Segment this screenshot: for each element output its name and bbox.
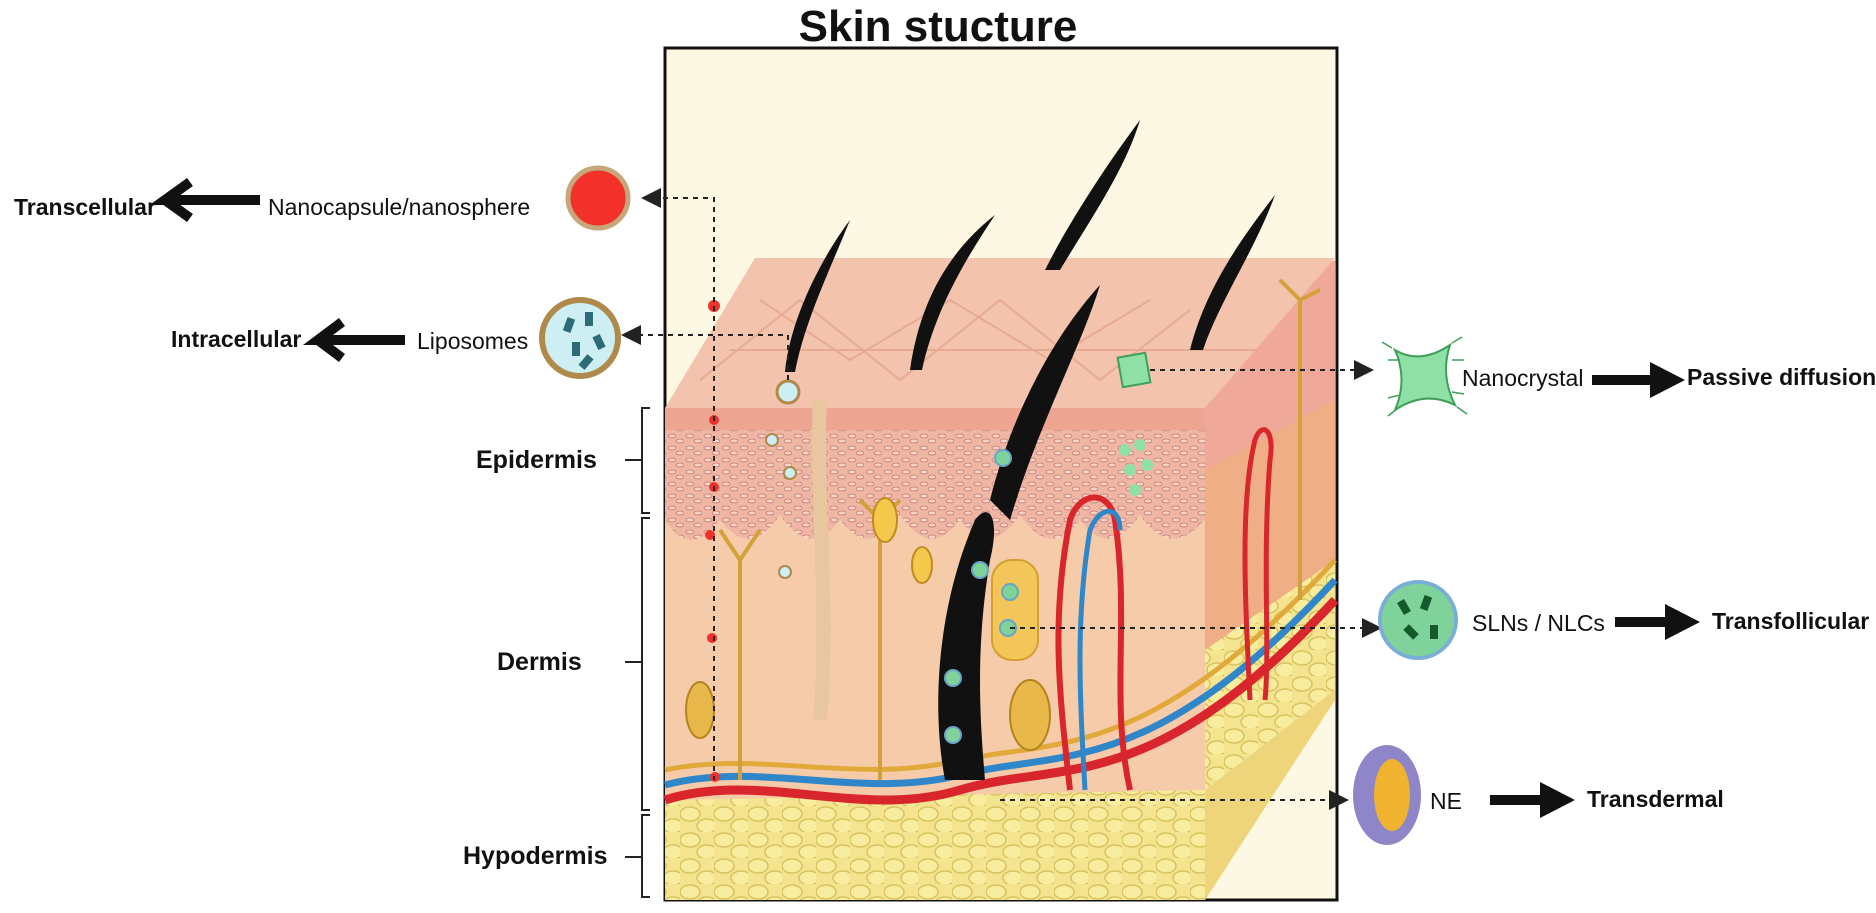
- liposome-icon: [539, 297, 621, 379]
- route-label-intracellular: Intracellular: [171, 326, 302, 352]
- carrier-label-nanocrystal: Nanocrystal: [1462, 365, 1584, 391]
- route-label-transdermal: Transdermal: [1587, 786, 1724, 812]
- hypodermis-layer: [665, 790, 1205, 900]
- carrier-label-liposomes: Liposomes: [417, 328, 529, 354]
- hairs: [785, 120, 1275, 520]
- sln-icon: [1378, 580, 1458, 660]
- route-lines: [621, 188, 1382, 810]
- carrier-label-nanocapsule: Nanocapsule/nanosphere: [268, 194, 531, 220]
- layer-label-hypodermis: Hypodermis: [463, 842, 608, 870]
- ne-icon: [1353, 745, 1421, 845]
- route-label-transcellular: Transcellular: [14, 194, 156, 220]
- diagram-title: Skin stucture: [798, 2, 1078, 51]
- hair-follicle: [938, 512, 995, 780]
- route-arrows: [149, 177, 1700, 818]
- in-skin-particles: [705, 300, 1153, 782]
- route-label-passive-diffusion: Passive diffusion: [1687, 364, 1876, 390]
- skin-surface: [665, 258, 1335, 408]
- layer-label-epidermis: Epidermis: [476, 446, 597, 474]
- carrier-label-ne: NE: [1430, 788, 1462, 814]
- route-label-transfollicular: Transfollicular: [1712, 608, 1870, 634]
- nanocapsule-icon: [565, 165, 631, 231]
- layer-brackets: [625, 407, 650, 898]
- layer-label-dermis: Dermis: [497, 648, 582, 676]
- dermis-layer: [665, 515, 1205, 810]
- carrier-label-sln-nlc: SLNs / NLCs: [1472, 610, 1605, 636]
- nanocrystal-icon: [1381, 336, 1468, 417]
